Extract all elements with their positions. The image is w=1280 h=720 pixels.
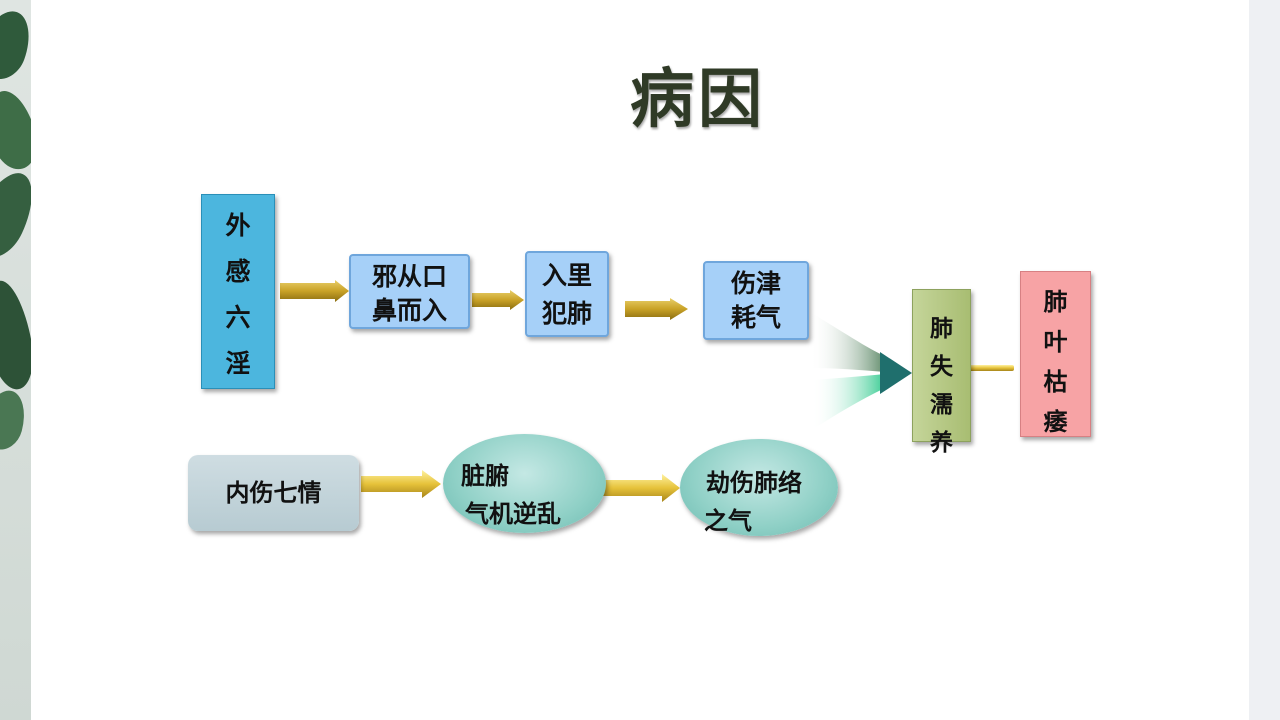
node-organ-qi-chaos: 脏腑 气机逆乱	[443, 434, 606, 533]
decorative-plant-left	[0, 0, 31, 720]
node-internal-emotions: 内伤七情	[188, 455, 359, 531]
node-external-six-evils: 外 感 六 淫	[201, 194, 275, 389]
arrow-entry-to-enter	[472, 290, 524, 310]
decorative-strip-right	[1249, 0, 1280, 720]
node-damage-fluid: 伤津 耗气	[703, 261, 809, 340]
arrow-internal-to-organ	[361, 470, 441, 498]
node-evil-entry: 邪从口 鼻而入	[349, 254, 470, 329]
arrow-enter-to-damage	[625, 298, 688, 320]
node-lung-nourish-loss: 肺 失 濡 养	[912, 289, 971, 456]
node-enter-lung: 入里 犯肺	[525, 251, 609, 337]
page-title: 病因	[630, 62, 766, 137]
arrow-organ-to-collateral	[600, 474, 680, 502]
arrow-external-to-entry	[280, 280, 349, 302]
connector-line	[960, 365, 1014, 371]
node-lung-wither: 肺 叶 枯 痿	[1020, 271, 1091, 437]
merge-fan-arrow	[810, 312, 912, 430]
node-damage-collateral: 劫伤肺络 之气	[680, 439, 838, 536]
